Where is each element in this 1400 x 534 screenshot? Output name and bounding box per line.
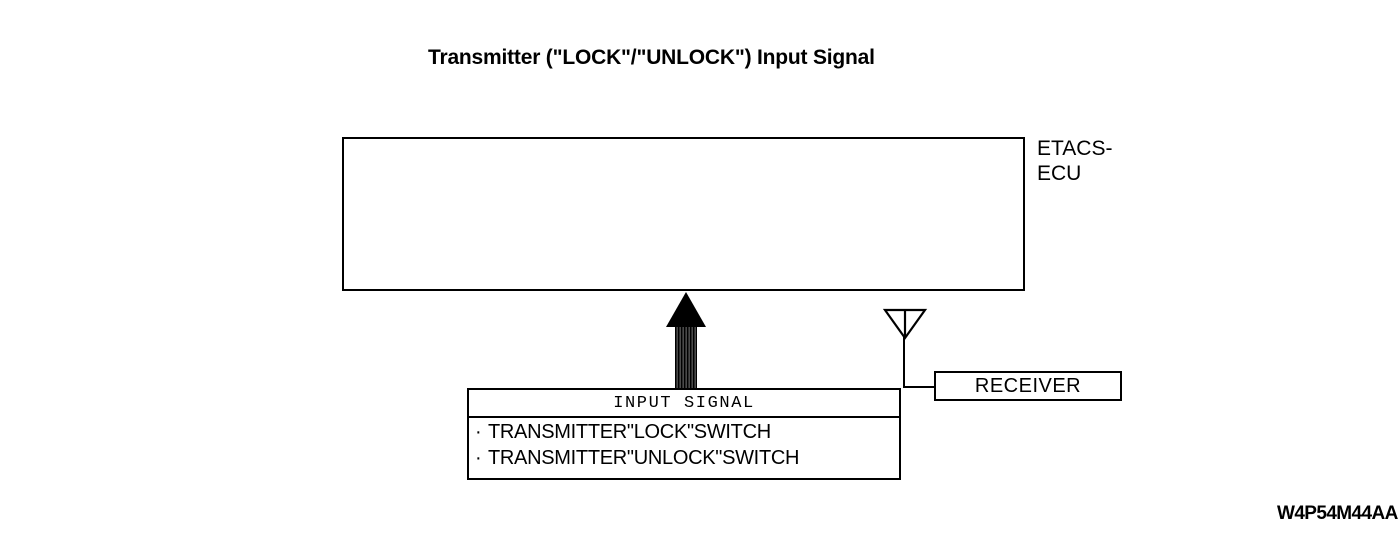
input-signal-box: INPUT SIGNAL · TRANSMITTER"LOCK"SWITCH ·…: [467, 388, 901, 480]
list-item-label: TRANSMITTER"LOCK"SWITCH: [488, 421, 771, 443]
input-signal-header-label: INPUT SIGNAL: [613, 393, 755, 413]
antenna-icon: [882, 308, 928, 340]
etacs-ecu-box: RECEIVER: [342, 137, 1122, 401]
antenna-lead-wire-horizontal: [903, 386, 936, 388]
bullet-icon: ·: [475, 447, 482, 469]
receiver-box: RECEIVER: [934, 371, 1122, 401]
page-title: Transmitter ("LOCK"/"UNLOCK") Input Sign…: [428, 46, 875, 69]
bullet-icon: ·: [475, 421, 482, 443]
list-item-label: TRANSMITTER"UNLOCK"SWITCH: [488, 447, 800, 469]
antenna-lead-wire-vertical: [903, 335, 905, 388]
list-item: · TRANSMITTER"UNLOCK"SWITCH: [475, 445, 899, 471]
etacs-ecu-label-line2: ECU: [1037, 162, 1082, 185]
input-signal-header: INPUT SIGNAL: [469, 390, 899, 418]
list-item: · TRANSMITTER"LOCK"SWITCH: [475, 419, 899, 445]
etacs-ecu-label: ETACS- ECU: [1037, 136, 1112, 186]
receiver-label: RECEIVER: [974, 374, 1082, 397]
figure-reference-code: W4P54M44AA: [1277, 503, 1398, 524]
input-signal-arrow-icon: [666, 292, 706, 389]
input-signal-list: · TRANSMITTER"LOCK"SWITCH · TRANSMITTER"…: [469, 418, 899, 471]
etacs-ecu-label-line1: ETACS-: [1037, 137, 1113, 160]
